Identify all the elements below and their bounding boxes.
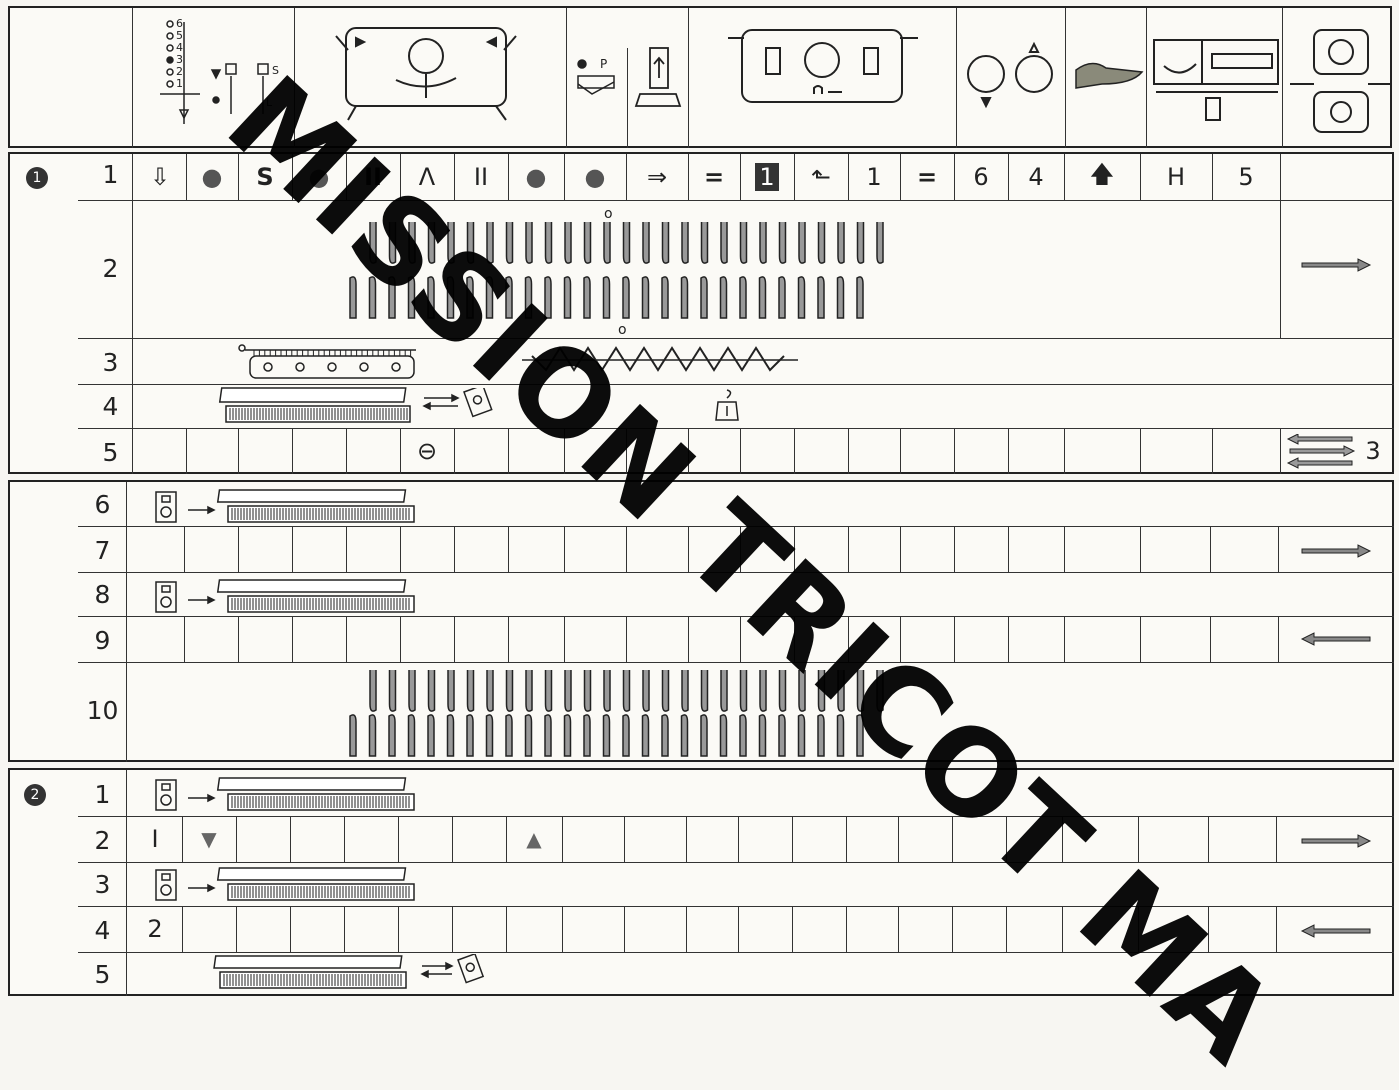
dot-icon: ● (508, 156, 564, 198)
value-4: 4 (1008, 156, 1064, 198)
lambda-symbol: Λ (400, 156, 454, 198)
repeat-count: 3 (1356, 430, 1390, 472)
zigzag-yarn-icon (522, 342, 802, 378)
row-number: 3 (80, 870, 125, 899)
row-number: 4 (80, 916, 125, 945)
needle-bed-diagram-2 (340, 666, 900, 760)
triangle-up-icon: ▲ (506, 818, 562, 860)
svg-text:o: o (618, 322, 627, 336)
row-number: 5 (80, 960, 125, 989)
value-2: 2 (128, 908, 182, 950)
ii-symbol: II (346, 156, 400, 198)
row-number: 8 (80, 580, 125, 609)
header-panel: 6 5 4 3 2 1 S L P (8, 6, 1392, 148)
section-1: 1 1 ⇩ ● S ● II Λ II ● ● ⇒ = 1 ⬑ 1 = 6 (8, 152, 1394, 474)
carriage-icon (326, 20, 536, 130)
needle-bed-diagram: o o (340, 208, 900, 336)
row-counter-icon (632, 44, 684, 114)
section-marker: 2 (24, 784, 46, 806)
svg-text:P: P (600, 57, 607, 71)
equals-symbol: = (688, 156, 740, 198)
cam-box-to-bed-icon (154, 864, 424, 904)
section-marker: 1 (26, 167, 48, 189)
stitch-i: I (128, 818, 182, 860)
ribber-icon (1150, 36, 1280, 126)
dot-icon: ● (186, 156, 238, 198)
arrow-left-icon (1300, 924, 1372, 938)
arrow-right-icon (1300, 258, 1372, 272)
arrow-up-icon: 🡅 (1064, 156, 1140, 198)
dot-icon: ● (564, 156, 626, 198)
row-number: 3 (88, 348, 133, 377)
arrow-right-box-icon: ⇒ (626, 156, 688, 198)
h-symbol: H (1140, 156, 1212, 198)
return-arrow-icon: ⬑ (794, 156, 848, 198)
section-2: 2 1 2 I ▼ ▲ (8, 768, 1394, 996)
cam-box-to-bed-icon (154, 486, 424, 526)
row-number: 10 (80, 696, 125, 725)
value-6: 6 (954, 156, 1008, 198)
row-number: 1 (80, 780, 125, 809)
minus-circle-symbol: ⊖ (400, 430, 454, 472)
ribber-bed-icon (210, 954, 500, 994)
svg-text:S: S (272, 64, 279, 77)
lace-carriage-icon (722, 22, 932, 122)
s-symbol: S (238, 156, 292, 198)
svg-text:L: L (266, 96, 273, 109)
ribber-bed-icon (218, 386, 418, 426)
pattern-lever-icon: P (572, 54, 624, 108)
triple-arrows-icon (1286, 434, 1356, 470)
equals-symbol: = (900, 156, 954, 198)
arrow-right-icon (1300, 834, 1372, 848)
transfer-icon (1288, 26, 1392, 136)
svg-text:1: 1 (176, 77, 183, 90)
row-number: 9 (80, 626, 125, 655)
triangle-down-icon: ▼ (182, 818, 236, 860)
weight-icon (714, 388, 740, 424)
dot-icon: ● (292, 156, 346, 198)
ring-icons (962, 38, 1060, 118)
row-number: 2 (80, 826, 125, 855)
row-number: 6 (80, 490, 125, 519)
value-5: 5 (1212, 156, 1280, 198)
row-number: 4 (88, 392, 133, 421)
row-number: 7 (80, 536, 125, 565)
row-number: 2 (88, 254, 133, 283)
row-number: 5 (88, 438, 133, 467)
arrow-left-icon (1300, 632, 1372, 646)
arrow-right-icon (1300, 544, 1372, 558)
arrow-down-icon: ⇩ (134, 156, 186, 198)
cast-on-comb-icon (236, 342, 426, 382)
ii-symbol: II (454, 156, 508, 198)
cam-box-to-bed-icon (154, 576, 424, 616)
weight-hook-icon (1072, 54, 1144, 94)
svg-text:o: o (604, 208, 613, 222)
one-box-symbol: 1 (848, 156, 900, 198)
one-box-symbol: 1 (740, 156, 794, 198)
section-1-continued: 6 7 8 (8, 480, 1394, 762)
tension-dial-icon: 6 5 4 3 2 1 S L (140, 14, 290, 144)
cam-box-to-bed-icon (154, 774, 424, 814)
transfer-arrows-icon (422, 388, 502, 422)
row-number: 1 (88, 160, 133, 189)
